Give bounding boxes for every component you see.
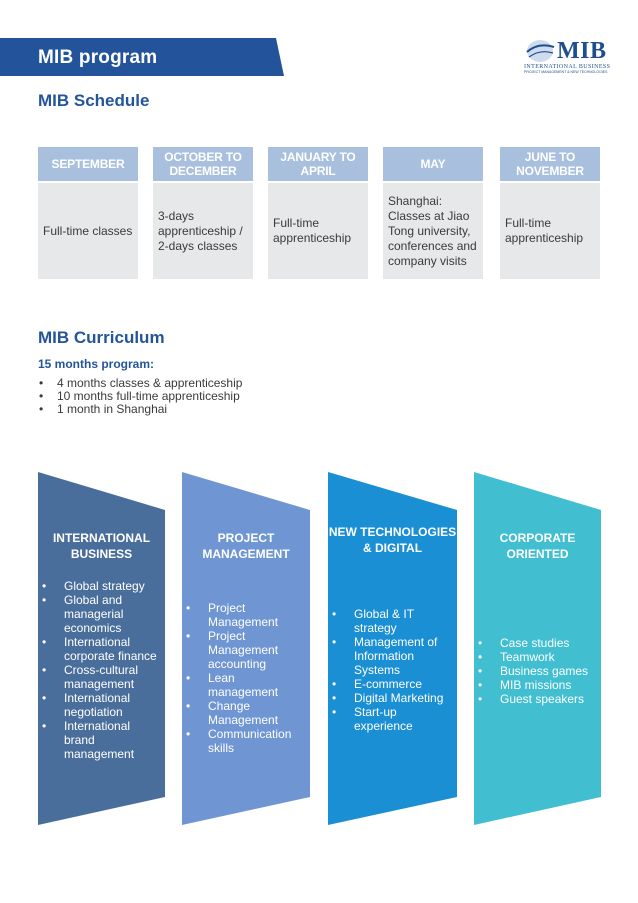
pillar-list: Project Management Project Management ac… — [182, 601, 308, 755]
pillar-international-business: INTERNATIONAL BUSINESS Global strategy G… — [38, 472, 165, 825]
schedule-activity: Full-time apprenticeship — [268, 183, 368, 279]
list-item: 4 months classes & apprenticeship — [38, 377, 242, 391]
list-item: Global strategy — [38, 579, 163, 593]
pillar-title: CORPORATE ORIENTED — [499, 531, 576, 561]
logo-wordmark: MIB — [557, 38, 607, 64]
mib-logo: MIB INTERNATIONAL BUSINESS PROJECT MANAG… — [524, 38, 611, 74]
schedule-period: JUNE TO NOVEMBER — [500, 147, 600, 181]
logo-tagline: INTERNATIONAL BUSINESS — [524, 64, 611, 70]
schedule-column: SEPTEMBER Full-time classes — [38, 147, 138, 279]
pillar-title: NEW TECHNOLOGIES & DIGITAL — [328, 525, 457, 555]
pillar-corporate-oriented: CORPORATE ORIENTED Case studies Teamwork… — [474, 472, 601, 825]
pillar-project-management: PROJECT MANAGEMENT Project Management Pr… — [182, 472, 310, 825]
list-item: Cross-cultural management — [38, 663, 163, 691]
curriculum-subtitle: 15 months program: — [38, 357, 155, 371]
schedule-column: OCTOBER TO DECEMBER 3-days apprenticeshi… — [153, 147, 253, 279]
list-item: Global & IT strategy — [328, 607, 455, 635]
schedule-period: MAY — [383, 147, 483, 181]
list-item: Digital Marketing — [328, 691, 455, 705]
list-item: 10 months full-time apprenticeship — [38, 390, 242, 404]
list-item: Management of Information Systems — [328, 635, 455, 677]
list-item: International negotiation — [38, 691, 163, 719]
schedule-period: SEPTEMBER — [38, 147, 138, 181]
list-item: E-commerce — [328, 677, 455, 691]
list-item: Teamwork — [474, 650, 599, 664]
list-item: Case studies — [474, 636, 599, 650]
list-item: Communication skills — [182, 727, 308, 755]
banner-shape — [0, 38, 284, 76]
schedule-activity: Full-time apprenticeship — [500, 183, 600, 279]
list-item: Guest speakers — [474, 692, 599, 706]
list-item: Project Management — [182, 601, 308, 629]
list-item: Business games — [474, 664, 599, 678]
curriculum-title: MIB Curriculum — [38, 328, 165, 347]
schedule-activity: Shanghai: Classes at Jiao Tong universit… — [383, 183, 483, 279]
schedule-title: MIB Schedule — [38, 91, 150, 110]
schedule-activity: Full-time classes — [38, 183, 138, 279]
list-item: Change Management — [182, 699, 308, 727]
list-item: Lean management — [182, 671, 308, 699]
list-item: Project Management accounting — [182, 629, 308, 671]
pillar-list: Global & IT strategy Management of Infor… — [328, 607, 455, 733]
list-item: International corporate finance — [38, 635, 163, 663]
pillar-new-technologies: NEW TECHNOLOGIES & DIGITAL Global & IT s… — [328, 472, 457, 825]
page-title: MIB program — [38, 47, 158, 68]
schedule-period: JANUARY TO APRIL — [268, 147, 368, 181]
schedule-activity: 3-days apprenticeship / 2-days classes — [153, 183, 253, 279]
schedule-period: OCTOBER TO DECEMBER — [153, 147, 253, 181]
globe-icon — [526, 40, 555, 62]
list-item: MIB missions — [474, 678, 599, 692]
schedule-column: MAY Shanghai: Classes at Jiao Tong unive… — [383, 147, 483, 279]
pillar-list: Global strategy Global and managerial ec… — [38, 579, 163, 761]
list-item: Global and managerial economics — [38, 593, 163, 635]
pillar-title: PROJECT MANAGEMENT — [202, 531, 290, 561]
list-item: Start-up experience — [328, 705, 455, 733]
list-item: 1 month in Shanghai — [38, 403, 242, 417]
pillar-title: INTERNATIONAL BUSINESS — [52, 531, 151, 561]
list-item: International brand management — [38, 719, 163, 761]
logo-subline: PROJECT MANAGEMENT & NEW TECHNOLOGIES — [524, 70, 608, 74]
pillar-list: Case studies Teamwork Business games MIB… — [474, 636, 599, 706]
header-banner: MIB program — [0, 38, 284, 76]
schedule-column: JANUARY TO APRIL Full-time apprenticeshi… — [268, 147, 368, 279]
curriculum-list: 4 months classes & apprenticeship 10 mon… — [38, 377, 242, 417]
schedule-column: JUNE TO NOVEMBER Full-time apprenticeshi… — [500, 147, 600, 279]
